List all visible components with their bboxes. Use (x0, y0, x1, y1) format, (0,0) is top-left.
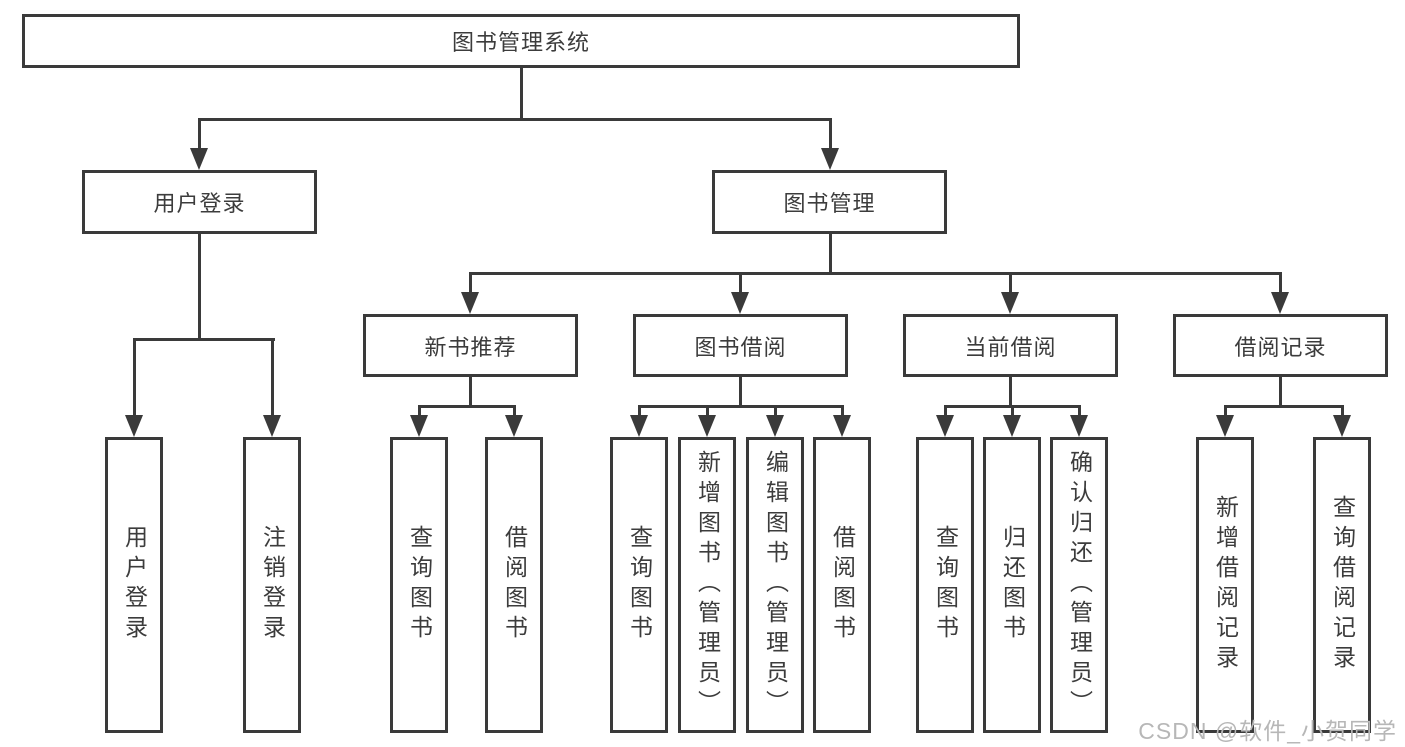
leaf-query-books-current-label: 查询图书 (932, 525, 959, 645)
leaf-edit-book-admin: 编辑图书（管理员） (746, 437, 804, 733)
arrowhead-g2-leaf-4 (833, 415, 851, 437)
arrowhead-g1-leaf-2 (505, 415, 523, 437)
node-root: 图书管理系统 (22, 14, 1020, 68)
arrowhead-current-borrowing (1001, 292, 1019, 314)
node-book-borrowing: 图书借阅 (633, 314, 848, 377)
leaf-user-login: 用户登录 (105, 437, 163, 733)
leaf-borrow-books-recommend: 借阅图书 (485, 437, 543, 733)
arrowhead-g4-leaf-1 (1216, 415, 1234, 437)
leaf-logout-label: 注销登录 (259, 525, 286, 645)
node-new-book-recommend-label: 新书推荐 (424, 334, 517, 360)
connector-stem-borrow-records (1279, 272, 1282, 294)
arrowhead-g3-leaf-2 (1003, 415, 1021, 437)
connector-g2-stem-3 (774, 405, 777, 417)
connector-g3-stem-2 (1011, 405, 1014, 417)
node-book-borrowing-label: 图书借阅 (694, 334, 787, 360)
arrowhead-g2-leaf-3 (766, 415, 784, 437)
leaf-borrow-books-borrowing-label: 借阅图书 (829, 525, 856, 645)
connector-g1-stem (469, 376, 472, 407)
arrowhead-g2-leaf-2 (698, 415, 716, 437)
leaf-borrow-books-recommend-label: 借阅图书 (501, 525, 528, 645)
leaf-query-books-borrowing: 查询图书 (610, 437, 668, 733)
csdn-watermark: CSDN @软件_小贺同学 (1138, 718, 1397, 744)
leaf-add-borrow-record-label: 新增借阅记录 (1212, 495, 1239, 675)
leaf-user-login-label: 用户登录 (121, 525, 148, 645)
connector-g3-stem-1 (944, 405, 947, 417)
connector-g4-stem (1279, 376, 1282, 407)
arrowhead-user-login (190, 148, 208, 170)
connector-g3-stem-3 (1078, 405, 1081, 417)
arrowhead-g1-leaf-1 (410, 415, 428, 437)
leaf-query-borrow-record-label: 查询借阅记录 (1329, 495, 1356, 675)
connector-g2-stem-1 (638, 405, 641, 417)
arrowhead-leaf-user-login (125, 415, 143, 437)
arrowhead-new-book-recommend (461, 292, 479, 314)
leaf-return-books: 归还图书 (983, 437, 1041, 733)
node-borrow-records-label: 借阅记录 (1234, 334, 1327, 360)
node-book-management-label: 图书管理 (783, 191, 876, 216)
node-current-borrowing-label: 当前借阅 (964, 334, 1057, 360)
connector-g1-bar (418, 405, 516, 408)
connector-stem-book-borrowing (739, 272, 742, 294)
leaf-add-book-admin: 新增图书（管理员） (678, 437, 736, 733)
connector-g3-stem (1009, 376, 1012, 407)
connector-g4-stem-1 (1224, 405, 1227, 417)
leaf-borrow-books-borrowing: 借阅图书 (813, 437, 871, 733)
leaf-return-books-label: 归还图书 (999, 525, 1026, 645)
connector-stem-leaf-user-login (133, 338, 136, 416)
connector-g1-stem-1 (418, 405, 421, 417)
leaf-query-books-recommend: 查询图书 (390, 437, 448, 733)
connector-stem-current-borrowing (1009, 272, 1012, 294)
connector-book-management-bar (469, 272, 1282, 275)
node-user-login-label: 用户登录 (153, 191, 246, 216)
leaf-query-books-borrowing-label: 查询图书 (626, 525, 653, 645)
connector-stem-user-login (198, 118, 201, 151)
arrowhead-book-management (821, 148, 839, 170)
arrowhead-borrow-records (1271, 292, 1289, 314)
leaf-query-borrow-record: 查询借阅记录 (1313, 437, 1371, 733)
arrowhead-g3-leaf-1 (936, 415, 954, 437)
leaf-query-books-recommend-label: 查询图书 (406, 525, 433, 645)
arrowhead-leaf-logout (263, 415, 281, 437)
connector-g2-stem-2 (706, 405, 709, 417)
connector-root-stem (520, 67, 523, 120)
node-book-management: 图书管理 (712, 170, 947, 234)
leaf-add-borrow-record: 新增借阅记录 (1196, 437, 1254, 733)
node-user-login: 用户登录 (82, 170, 317, 234)
connector-book-management-stem (829, 233, 832, 275)
node-borrow-records: 借阅记录 (1173, 314, 1388, 377)
connector-stem-book-management (829, 118, 832, 151)
node-root-label: 图书管理系统 (451, 30, 590, 55)
leaf-edit-book-admin-label: 编辑图书（管理员） (762, 450, 789, 720)
connector-stem-leaf-logout (271, 338, 274, 416)
leaf-add-book-admin-label: 新增图书（管理员） (694, 450, 721, 720)
arrowhead-g4-leaf-2 (1333, 415, 1351, 437)
connector-g2-stem-4 (841, 405, 844, 417)
arrowhead-book-borrowing (731, 292, 749, 314)
connector-g4-stem-2 (1341, 405, 1344, 417)
connector-g2-bar (638, 405, 844, 408)
connector-root-bar (198, 118, 832, 121)
connector-g4-bar (1224, 405, 1343, 408)
connector-g1-stem-2 (513, 405, 516, 417)
connector-user-login-stem (198, 233, 201, 340)
connector-stem-new-book-recommend (469, 272, 472, 294)
arrowhead-g2-leaf-1 (630, 415, 648, 437)
leaf-query-books-current: 查询图书 (916, 437, 974, 733)
leaf-logout: 注销登录 (243, 437, 301, 733)
node-current-borrowing: 当前借阅 (903, 314, 1118, 377)
node-new-book-recommend: 新书推荐 (363, 314, 578, 377)
leaf-confirm-return-admin: 确认归还（管理员） (1050, 437, 1108, 733)
leaf-confirm-return-admin-label: 确认归还（管理员） (1066, 450, 1093, 720)
connector-g2-stem (739, 376, 742, 407)
arrowhead-g3-leaf-3 (1070, 415, 1088, 437)
connector-user-login-bar (133, 338, 275, 341)
